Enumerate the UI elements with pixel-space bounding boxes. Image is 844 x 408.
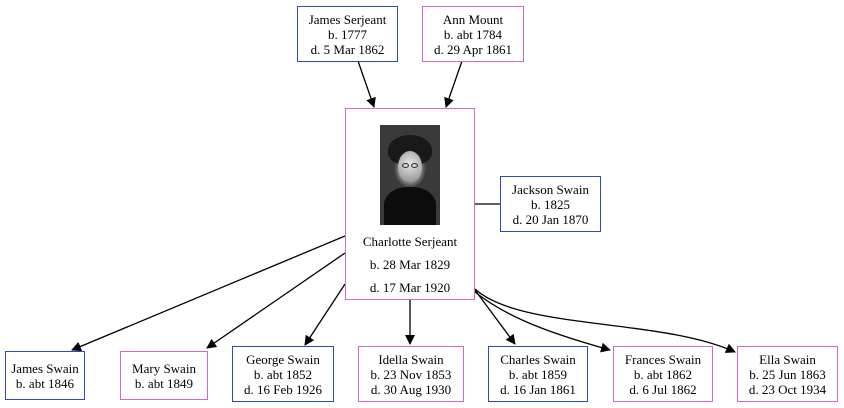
father-name: James Serjeant <box>308 11 387 27</box>
edge-focus-to-child-3 <box>304 283 346 346</box>
edge-focus-to-child-5 <box>474 289 516 345</box>
child-1-born: b. abt 1846 <box>15 375 75 391</box>
focus-born: b. 28 Mar 1829 <box>369 257 451 272</box>
spouse-born: b. 1825 <box>531 196 570 212</box>
child-2-name: Mary Swain <box>132 360 196 376</box>
child-5-name: Charles Swain <box>500 351 576 367</box>
focus-name: Charlotte Serjeant <box>362 234 458 249</box>
father-born: b. 1777 <box>328 26 367 42</box>
edge-focus-to-child-2 <box>206 252 346 349</box>
father-node[interactable]: James Serjeant b. 1777 d. 5 Mar 1862 <box>297 6 398 62</box>
child-3-born: b. abt 1852 <box>253 366 313 382</box>
focus-died: d. 17 Mar 1920 <box>369 280 451 295</box>
portrait-photo <box>380 125 440 225</box>
child-1-name: James Swain <box>11 360 79 376</box>
edge-focus-to-child-7 <box>474 288 736 353</box>
child-7-born: b. 25 Jun 1863 <box>749 366 826 382</box>
child-node-3[interactable]: George Swain b. abt 1852 d. 16 Feb 1926 <box>232 346 334 402</box>
child-4-name: Idella Swain <box>378 351 444 367</box>
child-3-name: George Swain <box>246 351 320 367</box>
child-4-died: d. 30 Aug 1930 <box>370 381 452 397</box>
mother-name: Ann Mount <box>442 11 504 27</box>
child-7-died: d. 23 Oct 1934 <box>748 381 827 397</box>
child-node-7[interactable]: Ella Swain b. 25 Jun 1863 d. 23 Oct 1934 <box>737 346 838 402</box>
mother-died: d. 29 Apr 1861 <box>434 41 512 57</box>
child-6-born: b. abt 1862 <box>633 366 693 382</box>
spouse-name: Jackson Swain <box>512 181 589 197</box>
child-node-1[interactable]: James Swain b. abt 1846 <box>5 351 85 400</box>
child-node-5[interactable]: Charles Swain b. abt 1859 d. 16 Jan 1861 <box>488 346 588 402</box>
edge-focus-to-child-6 <box>474 291 611 353</box>
spouse-died: d. 20 Jan 1870 <box>512 211 589 227</box>
spouse-node[interactable]: Jackson Swain b. 1825 d. 20 Jan 1870 <box>500 176 601 232</box>
child-node-2[interactable]: Mary Swain b. abt 1849 <box>120 351 208 400</box>
edge-focus-to-child-1 <box>71 235 346 352</box>
mother-born: b. abt 1784 <box>443 26 503 42</box>
father-died: d. 5 Mar 1862 <box>310 41 385 57</box>
child-6-name: Frances Swain <box>624 351 702 367</box>
edge-father-to-focus <box>357 60 376 108</box>
child-6-died: d. 6 Jul 1862 <box>629 381 697 397</box>
mother-node[interactable]: Ann Mount b. abt 1784 d. 29 Apr 1861 <box>422 6 524 62</box>
child-7-name: Ella Swain <box>759 351 816 367</box>
child-3-died: d. 16 Feb 1926 <box>244 381 322 397</box>
child-4-born: b. 23 Nov 1853 <box>370 366 452 382</box>
child-2-born: b. abt 1849 <box>134 375 194 391</box>
child-node-4[interactable]: Idella Swain b. 23 Nov 1853 d. 30 Aug 19… <box>358 346 464 402</box>
focus-person-node[interactable]: Charlotte Serjeant b. 28 Mar 1829 d. 17 … <box>345 108 475 300</box>
child-5-born: b. abt 1859 <box>508 366 568 382</box>
child-node-6[interactable]: Frances Swain b. abt 1862 d. 6 Jul 1862 <box>613 346 713 402</box>
child-5-died: d. 16 Jan 1861 <box>500 381 576 397</box>
edge-mother-to-focus <box>444 60 463 108</box>
